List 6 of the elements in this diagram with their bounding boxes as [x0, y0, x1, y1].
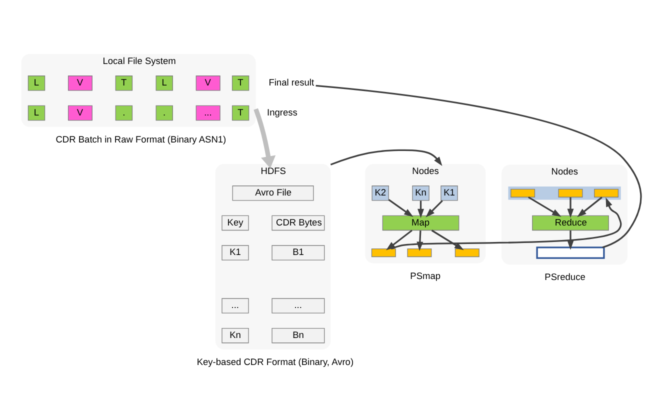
node-label: Key-based CDR Format (Binary, Avro) — [196, 356, 354, 366]
node-label: CDR Batch in Raw Format (Binary ASN1) — [56, 134, 226, 144]
node-label: PSreduce — [544, 272, 586, 282]
node-label: PSmap — [410, 270, 441, 280]
edge-label: Ingress — [267, 106, 298, 117]
node-text: Final result — [268, 77, 314, 88]
